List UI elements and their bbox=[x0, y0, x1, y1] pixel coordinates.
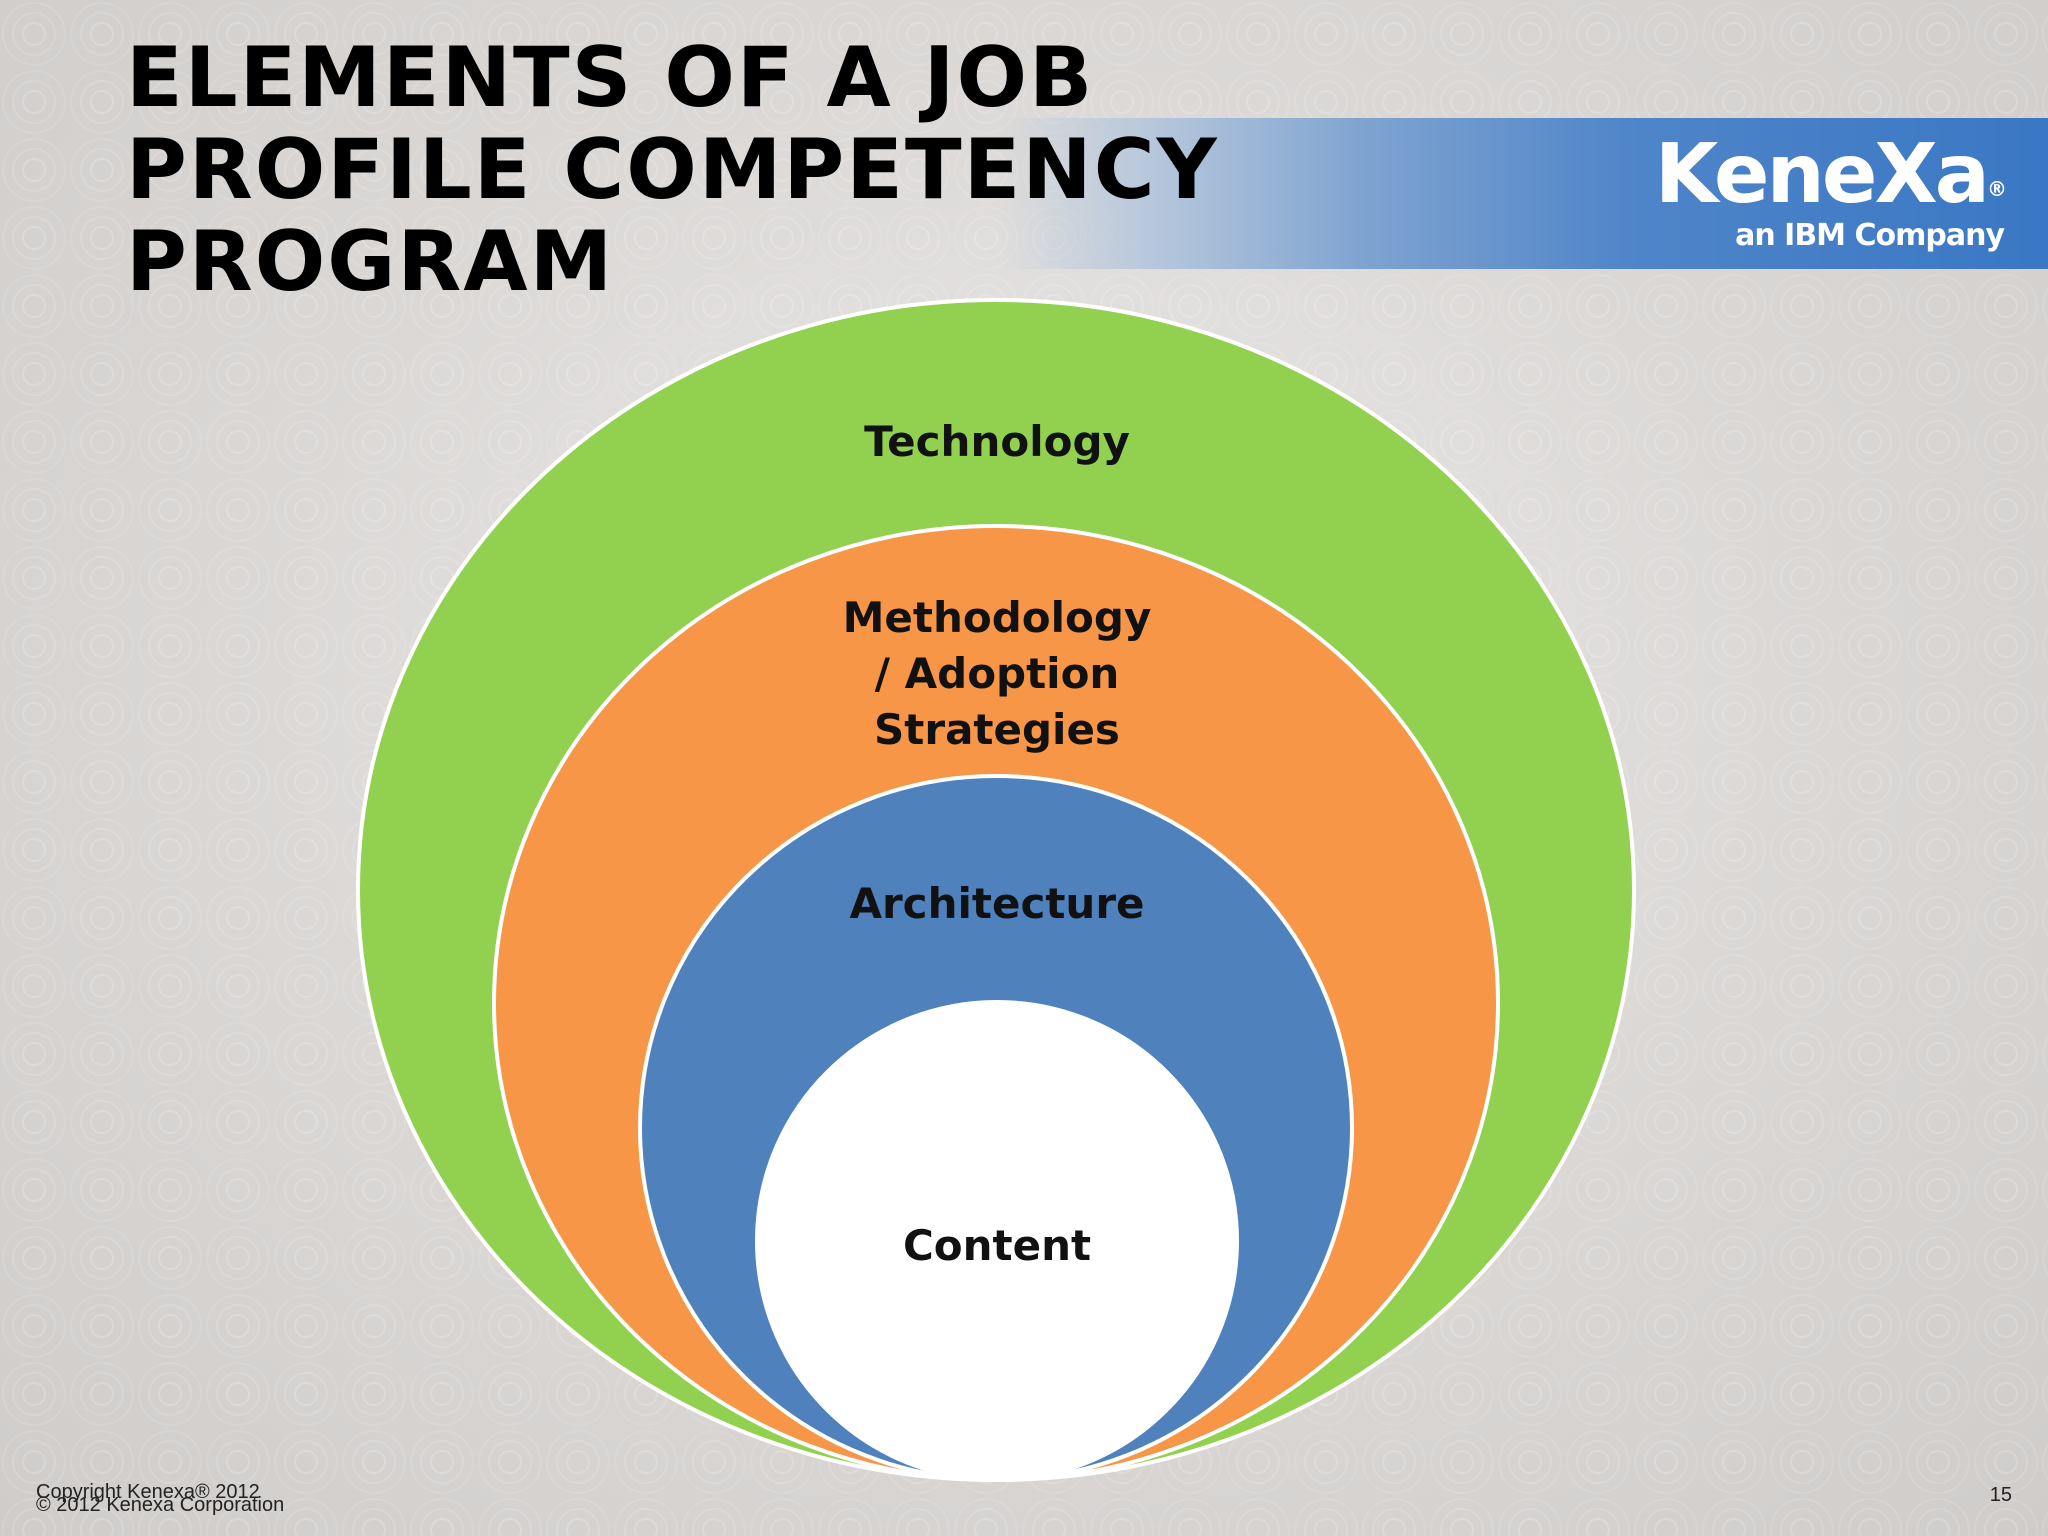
title-line-2: PROFILE COMPETENCY bbox=[126, 121, 1219, 218]
content-label: Content bbox=[902, 1221, 1092, 1270]
methodology-label-line-2: / Adoption bbox=[874, 649, 1120, 698]
methodology-label-line-1: Methodology bbox=[842, 593, 1152, 642]
methodology-label-line-3: Strategies bbox=[874, 705, 1120, 754]
slide-title: ELEMENTS OF A JOB PROFILE COMPETENCY PRO… bbox=[126, 32, 1219, 308]
page-number: 15 bbox=[1989, 1484, 2012, 1506]
footer-copyright-corp: © 2012 Kenexa Corporation bbox=[36, 1494, 285, 1516]
registered-mark: ® bbox=[1987, 177, 2007, 201]
logo-name: KeneXa bbox=[1654, 127, 1990, 222]
technology-label: Technology bbox=[864, 417, 1130, 466]
header-banner bbox=[1000, 118, 2048, 269]
logo-tagline: an IBM Company bbox=[1735, 218, 2005, 253]
methodology-label: Methodology / Adoption Strategies bbox=[697, 590, 1297, 758]
footer-copyright: Copyright Kenexa® 2012 bbox=[36, 1481, 260, 1503]
kenexa-logo: KeneXa® an IBM Company bbox=[1640, 118, 2010, 269]
title-line-1: ELEMENTS OF A JOB bbox=[126, 29, 1095, 126]
title-line-3: PROGRAM bbox=[126, 213, 615, 310]
content-circle bbox=[755, 1000, 1239, 1482]
architecture-label: Architecture bbox=[849, 879, 1145, 928]
